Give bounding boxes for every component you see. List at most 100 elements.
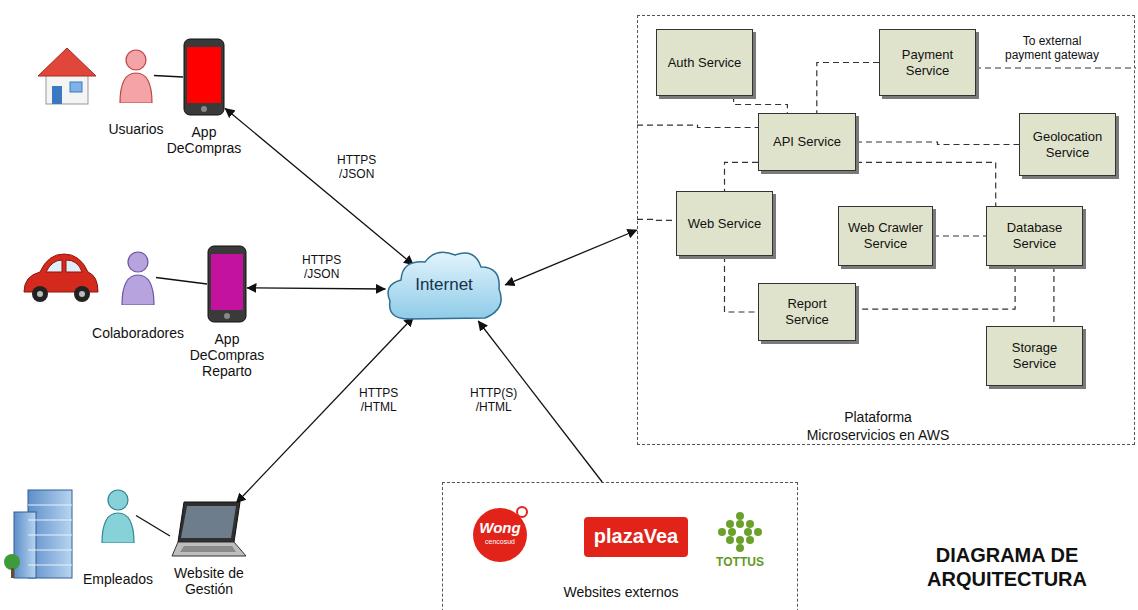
service-box: Payment Service bbox=[879, 29, 976, 96]
dashed-connector bbox=[725, 162, 759, 191]
service-label: Storage Service bbox=[1012, 340, 1058, 372]
drawing-part bbox=[172, 542, 246, 556]
drawing-part bbox=[184, 39, 224, 115]
drawing-part bbox=[211, 254, 243, 310]
note-text: To external payment gateway bbox=[1002, 34, 1102, 62]
arrow-connector bbox=[247, 288, 385, 289]
drawing-part bbox=[201, 106, 207, 112]
drawing-part bbox=[11, 568, 14, 578]
drawing-part bbox=[70, 82, 82, 92]
drawing-part bbox=[28, 565, 72, 566]
node-label: Websites externos bbox=[546, 583, 696, 601]
dashed-connector bbox=[734, 96, 788, 113]
drawing-part bbox=[102, 513, 134, 543]
arrow-connector bbox=[154, 76, 183, 78]
service-label: Report Service bbox=[785, 296, 828, 328]
internet-cloud: Internet bbox=[383, 245, 505, 325]
service-label: Web Service bbox=[688, 216, 761, 232]
service-box: Auth Service bbox=[656, 29, 753, 96]
drawing-part bbox=[517, 507, 527, 517]
drawing-part bbox=[726, 536, 734, 544]
drawing-part bbox=[122, 275, 154, 305]
person-shape bbox=[118, 48, 154, 103]
protocol-label: HTTPS /JSON bbox=[335, 152, 378, 182]
service-box: Geolocation Service bbox=[1019, 113, 1116, 176]
service-label: Payment Service bbox=[902, 47, 953, 79]
arrow-connector bbox=[505, 230, 637, 285]
drawing-part bbox=[120, 73, 152, 103]
protocol-label: HTTPS /HTML bbox=[357, 385, 400, 415]
dashed-connector bbox=[817, 63, 879, 114]
phone-icon: App DeCompras Reparto bbox=[207, 245, 247, 323]
drawing-part bbox=[718, 528, 726, 536]
drawing-part bbox=[728, 528, 736, 536]
person-icon: Usuarios bbox=[118, 48, 154, 103]
node-label: Internet bbox=[383, 275, 505, 295]
drawing-part bbox=[46, 74, 88, 104]
protocol-label: HTTPS /JSON bbox=[300, 252, 343, 282]
service-box: Web Crawler Service bbox=[838, 206, 933, 266]
arrow-connector bbox=[236, 317, 413, 503]
dashed-connector bbox=[856, 266, 1015, 309]
service-box: Web Service bbox=[676, 191, 773, 256]
node-label: Empleados bbox=[83, 571, 153, 587]
drawing-part bbox=[52, 86, 62, 104]
node-label: Colaboradores bbox=[92, 325, 184, 341]
service-label: Database Service bbox=[1007, 220, 1063, 252]
drawing-part bbox=[32, 286, 48, 302]
drawing-part bbox=[14, 512, 36, 578]
arrow-connector bbox=[156, 278, 207, 285]
drawing-part bbox=[28, 520, 72, 521]
gateway-line bbox=[975, 67, 1136, 68]
drawing-part bbox=[746, 536, 754, 544]
group-region: Plataforma Microservicios en AWSAuth Ser… bbox=[637, 15, 1135, 445]
drawing-part bbox=[46, 260, 62, 272]
arrow-connector bbox=[136, 516, 170, 537]
drawing-part bbox=[473, 508, 527, 562]
diagram-title: DIAGRAMA DE ARQUITECTURA bbox=[918, 543, 1096, 591]
node-label: App DeCompras bbox=[167, 124, 242, 156]
drawing-part bbox=[754, 528, 762, 536]
drawing-part bbox=[187, 47, 221, 103]
drawing-part bbox=[224, 313, 230, 319]
phone-shape bbox=[207, 245, 247, 323]
laptop-shape bbox=[170, 500, 248, 560]
service-box: Database Service bbox=[986, 206, 1083, 266]
person-icon: Colaboradores bbox=[120, 250, 156, 305]
laptop-icon: Website de Gestión bbox=[170, 500, 248, 560]
dashed-connector bbox=[1053, 266, 1054, 326]
arrow-connector bbox=[225, 108, 414, 265]
dashed-connector bbox=[725, 256, 759, 312]
drawing-part bbox=[736, 520, 744, 528]
drawing-part bbox=[181, 506, 236, 538]
dashed-connector bbox=[856, 162, 996, 206]
car-icon bbox=[24, 254, 98, 302]
drawing-part bbox=[746, 520, 754, 528]
service-box: Report Service bbox=[758, 283, 856, 341]
tottus-logo bbox=[718, 512, 762, 552]
node-label: Usuarios bbox=[108, 121, 163, 137]
phone-shape bbox=[183, 38, 225, 116]
drawing-part bbox=[128, 252, 148, 272]
service-label: Auth Service bbox=[668, 55, 742, 71]
drawing-part bbox=[74, 286, 90, 302]
dashed-connector bbox=[856, 142, 1019, 145]
wong-logo bbox=[473, 507, 527, 562]
node-label: Website de Gestión bbox=[172, 565, 247, 597]
service-label: API Service bbox=[773, 134, 841, 150]
drawing-part bbox=[744, 528, 752, 536]
node-label: App DeCompras Reparto bbox=[190, 331, 265, 379]
drawing-part bbox=[37, 291, 43, 297]
protocol-label: HTTP(S) /HTML bbox=[468, 385, 519, 415]
drawing-part bbox=[66, 260, 82, 272]
drawing-part bbox=[28, 550, 72, 551]
drawing-part bbox=[28, 535, 72, 536]
logo-text: cencosud bbox=[474, 538, 526, 546]
building-icon bbox=[4, 490, 72, 578]
service-box: API Service bbox=[758, 113, 856, 171]
plazavea-logo bbox=[584, 517, 688, 557]
dashed-connector bbox=[637, 219, 676, 220]
service-label: Geolocation Service bbox=[1033, 129, 1102, 161]
drawing-part bbox=[24, 254, 98, 292]
